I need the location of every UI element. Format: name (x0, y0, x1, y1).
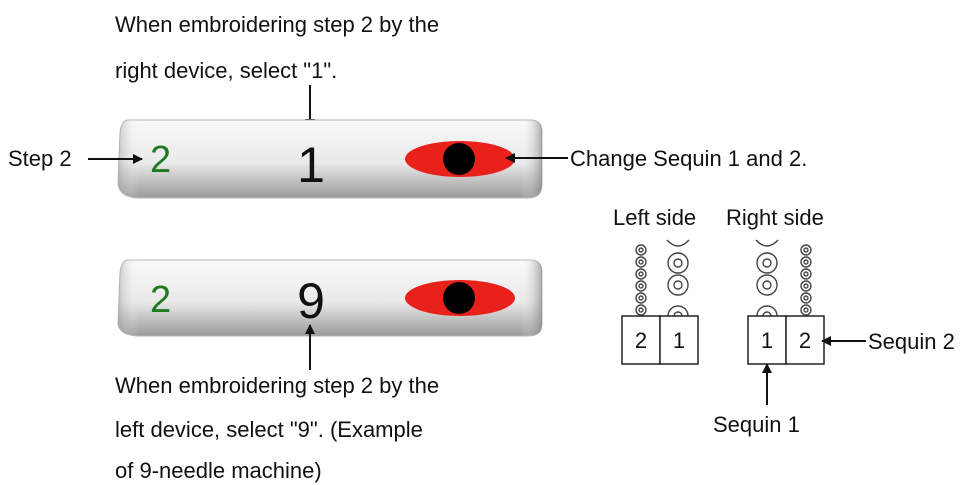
bottom-sequin-toggle-button[interactable] (405, 280, 515, 316)
sequin1-label: Sequin 1 (713, 412, 800, 437)
bottom-needle-number[interactable]: 9 (297, 273, 325, 329)
top-needle-number[interactable]: 1 (297, 137, 325, 193)
right-box-1: 1 (761, 328, 773, 353)
bottom-step-number: 2 (150, 279, 171, 321)
right-device-box (747, 315, 825, 365)
needle-bar-top (117, 119, 543, 199)
top-step-number: 2 (150, 139, 171, 181)
right-side-label: Right side (726, 205, 824, 230)
needle-bar-bottom (117, 259, 543, 337)
top-note-line2: right device, select "1". (115, 58, 337, 83)
left-device-small-sequin-stack (635, 244, 647, 316)
sequin2-label: Sequin 2 (868, 329, 955, 354)
bottom-note-line1: When embroidering step 2 by the (115, 373, 439, 398)
step-label: Step 2 (8, 146, 72, 171)
right-box-2: 2 (799, 328, 811, 353)
right-device-small-sequin-stack (800, 244, 812, 316)
left-device-box (621, 315, 699, 365)
left-side-label: Left side (613, 205, 696, 230)
left-box-2: 1 (673, 328, 685, 353)
left-box-1: 2 (635, 328, 647, 353)
bottom-note-line2: left device, select "9". (Example (115, 417, 423, 442)
left-device-large-sequin-stack (666, 239, 690, 317)
top-note-line1: When embroidering step 2 by the (115, 12, 439, 37)
right-device-large-sequin-stack (755, 239, 779, 317)
change-label: Change Sequin 1 and 2. (570, 146, 807, 171)
bottom-note-line3: of 9-needle machine) (115, 458, 322, 483)
top-sequin-toggle-button[interactable] (405, 141, 515, 177)
